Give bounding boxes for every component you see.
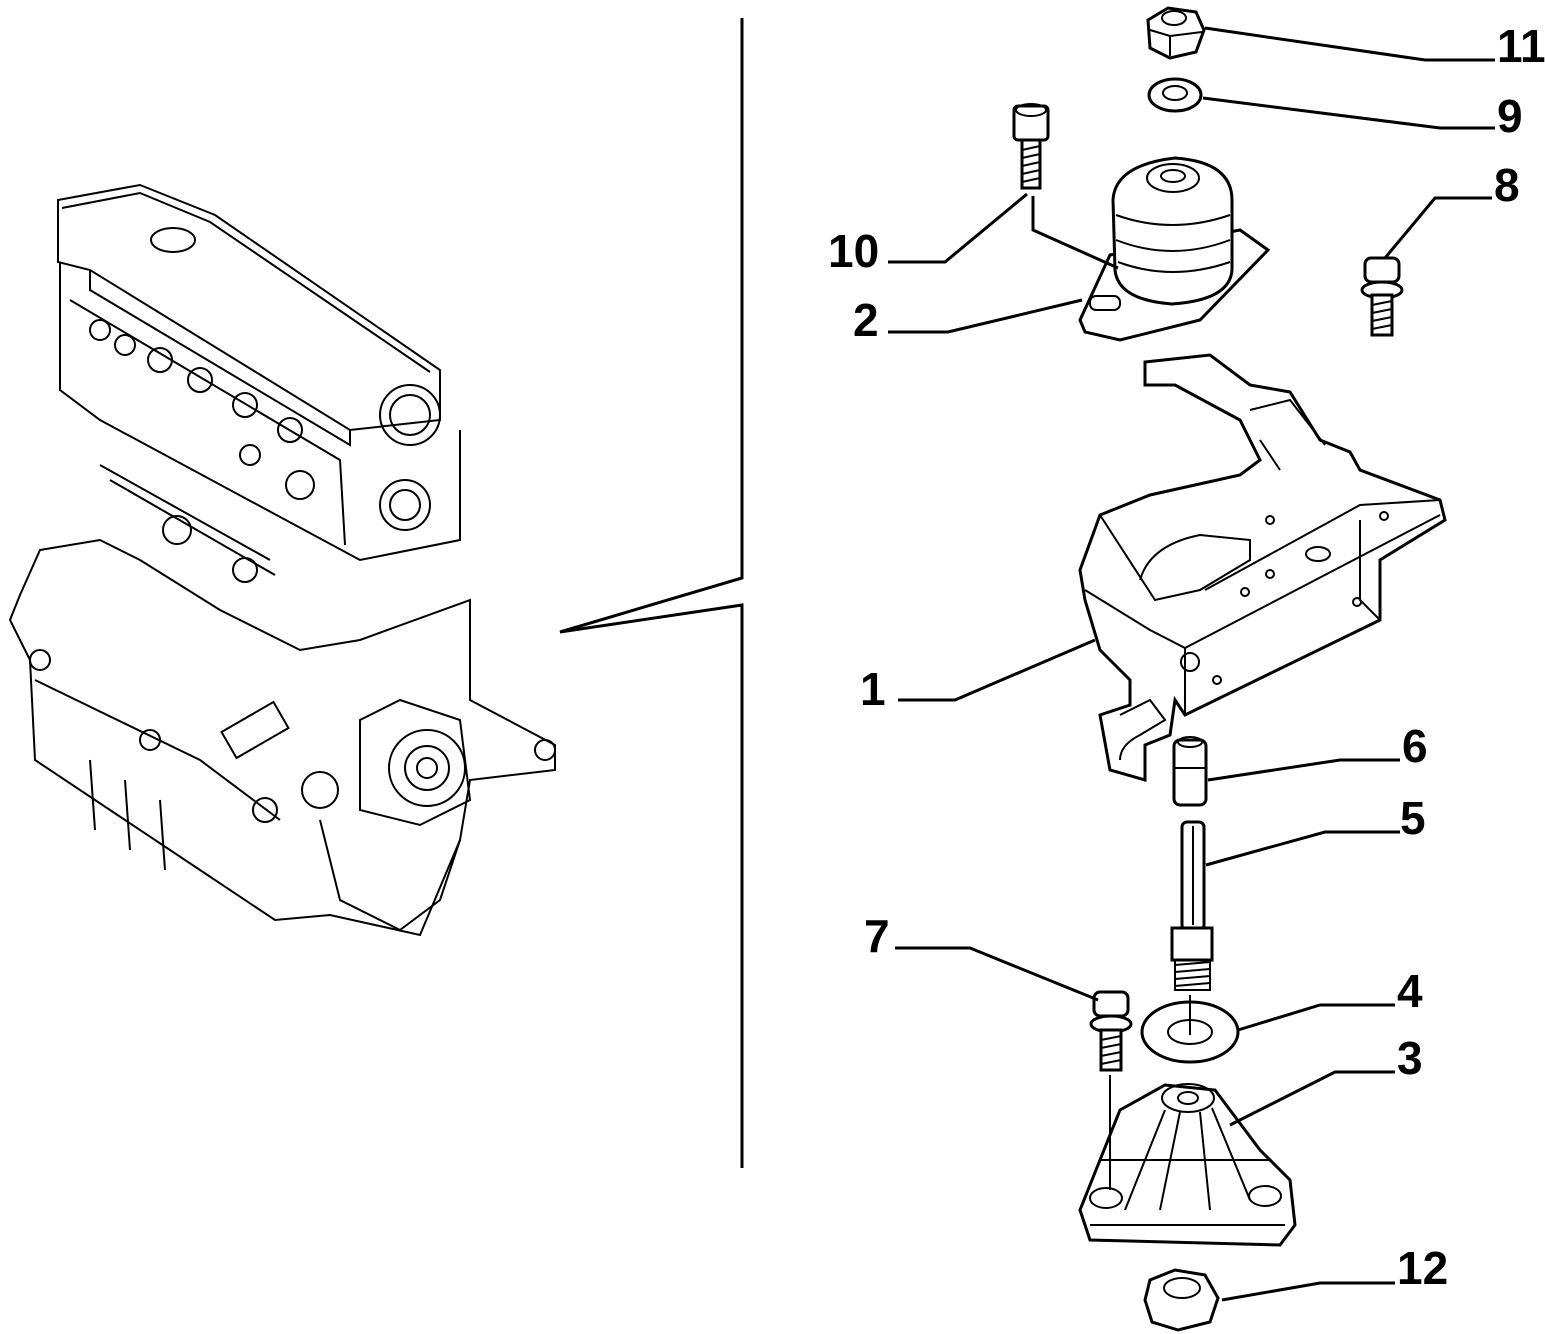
callout-9: 9 <box>1497 90 1523 142</box>
washer-part-9 <box>1147 77 1203 113</box>
leader-5 <box>1205 830 1400 867</box>
leader-1 <box>898 638 1096 702</box>
callout-1: 1 <box>860 663 886 715</box>
callout-7: 7 <box>864 910 890 962</box>
rubber-mount-part-2 <box>1078 156 1271 342</box>
stud-part-5 <box>1170 820 1214 991</box>
leader-8 <box>1383 196 1492 259</box>
callout-11: 11 <box>1497 20 1545 72</box>
callout-labels: 11 9 8 10 2 1 6 5 7 4 3 12 <box>828 20 1545 1294</box>
callout-3: 3 <box>1397 1032 1423 1084</box>
leader-2 <box>888 298 1083 334</box>
leader-9 <box>1202 96 1495 130</box>
washer-part-4 <box>1140 995 1240 1064</box>
engine-illustration <box>8 183 556 937</box>
callout-8: 8 <box>1494 159 1520 211</box>
leader-11 <box>1204 26 1495 62</box>
callout-6: 6 <box>1402 720 1428 772</box>
leader-3 <box>1229 1070 1395 1127</box>
flange-nut-part-12 <box>1143 1268 1220 1332</box>
leader-12 <box>1221 1281 1395 1302</box>
callout-2: 2 <box>853 294 879 346</box>
base-mount-part-3 <box>1078 1075 1297 1247</box>
sleeve-part-6 <box>1172 736 1208 807</box>
callout-10: 10 <box>828 225 879 277</box>
callout-12: 12 <box>1397 1242 1448 1294</box>
section-divider <box>559 18 744 1168</box>
leader-10a <box>888 192 1028 264</box>
bolt-part-8 <box>1360 256 1404 337</box>
leader-6 <box>1207 758 1400 782</box>
bolt-part-7 <box>1089 990 1133 1072</box>
nut-part-11 <box>1146 6 1206 60</box>
callout-4: 4 <box>1397 965 1423 1017</box>
callout-5: 5 <box>1400 792 1426 844</box>
bolt-part-10 <box>1012 103 1050 190</box>
leader-10b <box>1031 196 1119 270</box>
leader-7 <box>895 946 1099 1002</box>
leader-lines <box>888 26 1495 1302</box>
leader-4 <box>1237 1003 1395 1032</box>
bracket-part-1 <box>1078 353 1447 782</box>
